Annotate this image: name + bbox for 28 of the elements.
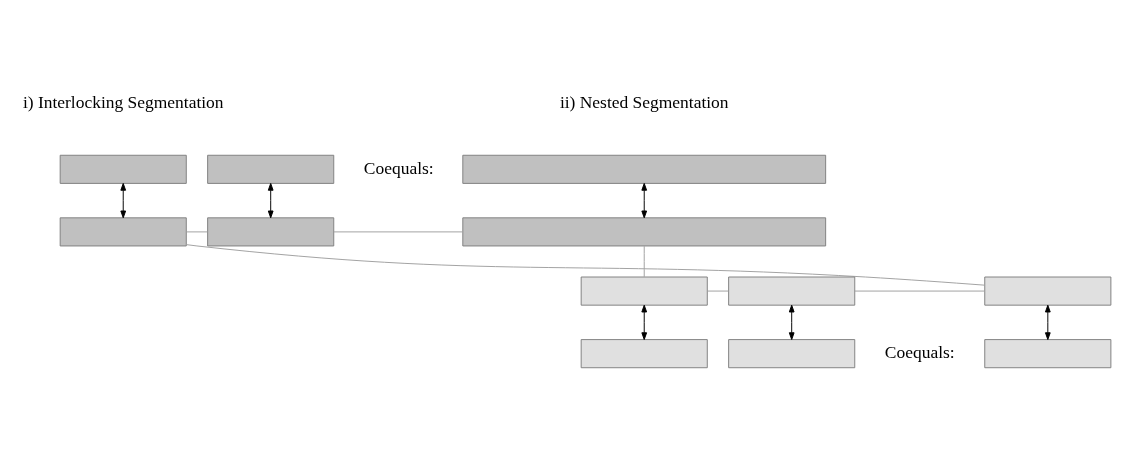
connector	[854, 290, 986, 292]
node-box	[462, 217, 827, 247]
arrow	[120, 182, 127, 219]
node-box	[59, 154, 187, 184]
connector	[333, 231, 464, 233]
label: i) Interlocking Segmentation	[22, 91, 224, 112]
connector	[643, 245, 645, 278]
node-box	[984, 339, 1112, 369]
arrow	[1044, 304, 1051, 341]
node-box	[984, 276, 1112, 306]
node-box	[462, 154, 827, 184]
node-box	[207, 217, 335, 247]
node-box	[728, 276, 856, 306]
label: Coequals:	[363, 157, 434, 178]
node-box	[580, 276, 708, 306]
connector	[706, 290, 729, 292]
arrow	[267, 182, 274, 219]
arrow	[641, 182, 648, 219]
arrow	[641, 304, 648, 341]
node-box	[207, 154, 335, 184]
node-box	[728, 339, 856, 369]
node-box	[59, 217, 187, 247]
label: Coequals:	[884, 341, 955, 362]
arrow	[788, 304, 795, 341]
node-box	[580, 339, 708, 369]
label: ii) Nested Segmentation	[559, 91, 729, 112]
connector	[185, 231, 208, 233]
connector	[185, 244, 986, 286]
